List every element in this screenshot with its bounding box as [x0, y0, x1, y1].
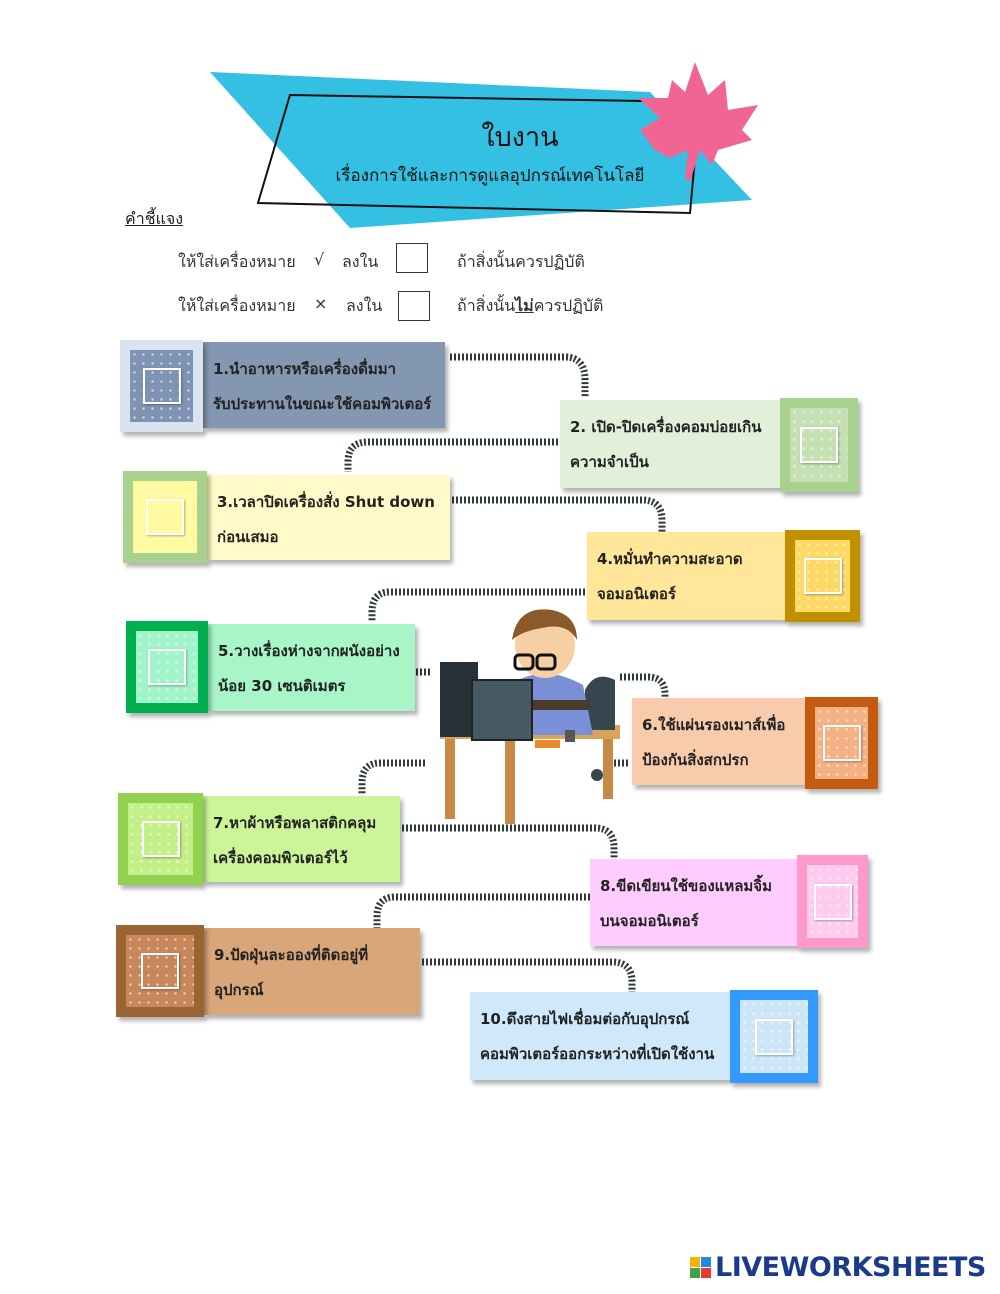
- worksheet-subtitle: เรื่องการใช้และการดูแลอุปกรณ์เทคโนโลยี: [335, 166, 645, 186]
- item-4-statement: 4.หมั่นทำความสะอาดจอมอนิเตอร์: [587, 532, 785, 620]
- item-8-answer-frame: [797, 855, 868, 948]
- item-3-answer-frame: [123, 471, 207, 563]
- banner-shape: [210, 72, 752, 228]
- item-4-answer-frame: [785, 530, 860, 622]
- item-2-answer-box[interactable]: [800, 427, 838, 463]
- statement-line: จอมอนิเตอร์: [597, 585, 676, 603]
- frame-inner: [130, 350, 193, 422]
- statement-line: ก่อนเสมอ: [217, 528, 279, 546]
- connector-7-8: [402, 824, 618, 858]
- statement-line: 10.ดึงสายไฟเชื่อมต่อกับอุปกรณ์: [480, 1010, 690, 1028]
- item-8-statement: 8.ขีดเขียนใช้ของแหลมจิ้มบนจอมอนิเตอร์: [590, 859, 797, 946]
- banner-outline: [256, 93, 702, 215]
- suffix-text: ถ้าสิ่งนั้น: [457, 296, 516, 315]
- person-at-computer-illustration: [440, 609, 620, 824]
- item-5-answer-frame: [126, 621, 208, 713]
- connector-3-4: [452, 496, 666, 532]
- connector-4-5: [368, 588, 585, 622]
- liveworksheets-logo: LIVEWORKSHEETS: [690, 1252, 986, 1283]
- item-9-answer-box[interactable]: [141, 953, 179, 989]
- statement-line: ความจำเป็น: [570, 453, 649, 471]
- statement-line: 6.ใช้แผ่นรองเมาส์เพื่อ: [642, 716, 786, 734]
- statement-line: 3.เวลาปิดเครื่องสั่ง Shut down: [217, 493, 435, 511]
- frame-inner: [133, 481, 197, 553]
- item-10-answer-frame: [730, 990, 818, 1083]
- item-6-answer-box[interactable]: [822, 725, 861, 761]
- item-10-statement: 10.ดึงสายไฟเชื่อมต่อกับอุปกรณ์คอมพิวเตอร…: [470, 992, 730, 1080]
- statement-line: บนจอมอนิเตอร์: [600, 912, 699, 930]
- cross-mark-symbol: ×: [314, 294, 328, 313]
- connectors: [344, 353, 669, 992]
- statement-line: 7.หาผ้าหรือพลาสติกคลุม: [213, 814, 377, 832]
- suffix-not-emphasis: ไม่: [515, 296, 534, 315]
- instruction-cross-suffix: ถ้าสิ่งนั้นไม่ควรปฏิบัติ: [457, 294, 603, 319]
- statement-line: 9.ปัดฝุ่นละอองที่ติดอยู่ที่: [214, 946, 369, 964]
- logo-text: LIVEWORKSHEETS: [715, 1252, 986, 1283]
- item-6-statement: 6.ใช้แผ่นรองเมาส์เพื่อป้องกันสิ่งสกปรก: [632, 698, 805, 785]
- logo-icon: [690, 1257, 711, 1278]
- item-7-answer-frame: [118, 793, 203, 885]
- item-2-answer-frame: [780, 398, 858, 492]
- connector-9-10: [422, 958, 636, 992]
- statement-line: รับประทานในขณะใช้คอมพิวเตอร์: [213, 395, 432, 413]
- statement-line: 1.นำอาหารหรือเครื่องดื่มมา: [213, 360, 397, 378]
- item-2-statement: 2. เปิด-ปิดเครื่องคอมบ่อยเกินความจำเป็น: [560, 400, 780, 488]
- statement-line: คอมพิวเตอร์ออกระหว่างที่เปิดใช้งาน: [480, 1045, 715, 1063]
- frame-inner: [790, 408, 848, 482]
- worksheet-title: ใบงาน: [481, 122, 559, 153]
- item-10-answer-box[interactable]: [755, 1018, 793, 1055]
- maple-leaf-icon: [638, 62, 758, 182]
- frame-inner: [128, 803, 193, 875]
- statement-line: 8.ขีดเขียนใช้ของแหลมจิ้ม: [600, 877, 772, 895]
- statement-line: ป้องกันสิ่งสกปรก: [642, 751, 749, 769]
- item-6-answer-frame: [805, 697, 878, 789]
- instruction-check-suffix: ถ้าสิ่งนั้นควรปฏิบัติ: [457, 252, 585, 271]
- connector-person-6: [620, 673, 669, 698]
- connector-person-7: [358, 759, 425, 794]
- instruction-check-mid: ลงใน: [342, 252, 379, 271]
- item-3-statement: 3.เวลาปิดเครื่องสั่ง Shut down ก่อนเสมอ: [207, 475, 450, 560]
- item-5-statement: 5.วางเรื่องห่างจากผนังอย่างน้อย 30 เซนติ…: [208, 624, 415, 711]
- instructions-heading: คำชี้แจง: [125, 209, 184, 228]
- item-5-answer-box[interactable]: [148, 649, 186, 685]
- frame-inner: [126, 935, 194, 1007]
- check-mark-symbol: √: [314, 250, 325, 269]
- item-3-answer-box[interactable]: [146, 499, 184, 535]
- item-9-statement: 9.ปัดฝุ่นละอองที่ติดอยู่ที่อุปกรณ์: [204, 928, 420, 1015]
- statement-line: 5.วางเรื่องห่างจากผนังอย่าง: [218, 642, 400, 660]
- item-4-answer-box[interactable]: [803, 558, 842, 594]
- item-1-statement: 1.นำอาหารหรือเครื่องดื่มมารับประทานในขณะ…: [203, 342, 445, 428]
- instruction-cross-mid: ลงใน: [346, 296, 383, 315]
- statement-line: เครื่องคอมพิวเตอร์ไว้: [213, 849, 348, 867]
- connector-8-9: [373, 893, 590, 928]
- example-checkbox: [398, 291, 430, 321]
- example-checkbox: [396, 243, 428, 273]
- item-9-answer-frame: [116, 925, 204, 1017]
- item-1-answer-box[interactable]: [142, 368, 181, 404]
- item-7-answer-box[interactable]: [141, 821, 180, 857]
- instruction-check-prefix: ให้ใส่เครื่องหมาย: [178, 252, 296, 271]
- item-8-answer-box[interactable]: [813, 883, 852, 920]
- frame-inner: [136, 631, 198, 703]
- instruction-cross-prefix: ให้ใส่เครื่องหมาย: [178, 296, 296, 315]
- connector-2-3: [344, 438, 558, 472]
- connector-1-2: [450, 353, 589, 398]
- statement-line: อุปกรณ์: [214, 981, 264, 999]
- statement-line: 4.หมั่นทำความสะอาด: [597, 550, 743, 568]
- frame-inner: [740, 1000, 808, 1073]
- statement-line: น้อย 30 เซนติเมตร: [218, 677, 346, 695]
- item-7-statement: 7.หาผ้าหรือพลาสติกคลุมเครื่องคอมพิวเตอร์…: [203, 796, 400, 882]
- statement-line: 2. เปิด-ปิดเครื่องคอมบ่อยเกิน: [570, 418, 762, 436]
- item-1-answer-frame: [120, 340, 203, 432]
- suffix-text: ควรปฏิบัติ: [533, 296, 604, 315]
